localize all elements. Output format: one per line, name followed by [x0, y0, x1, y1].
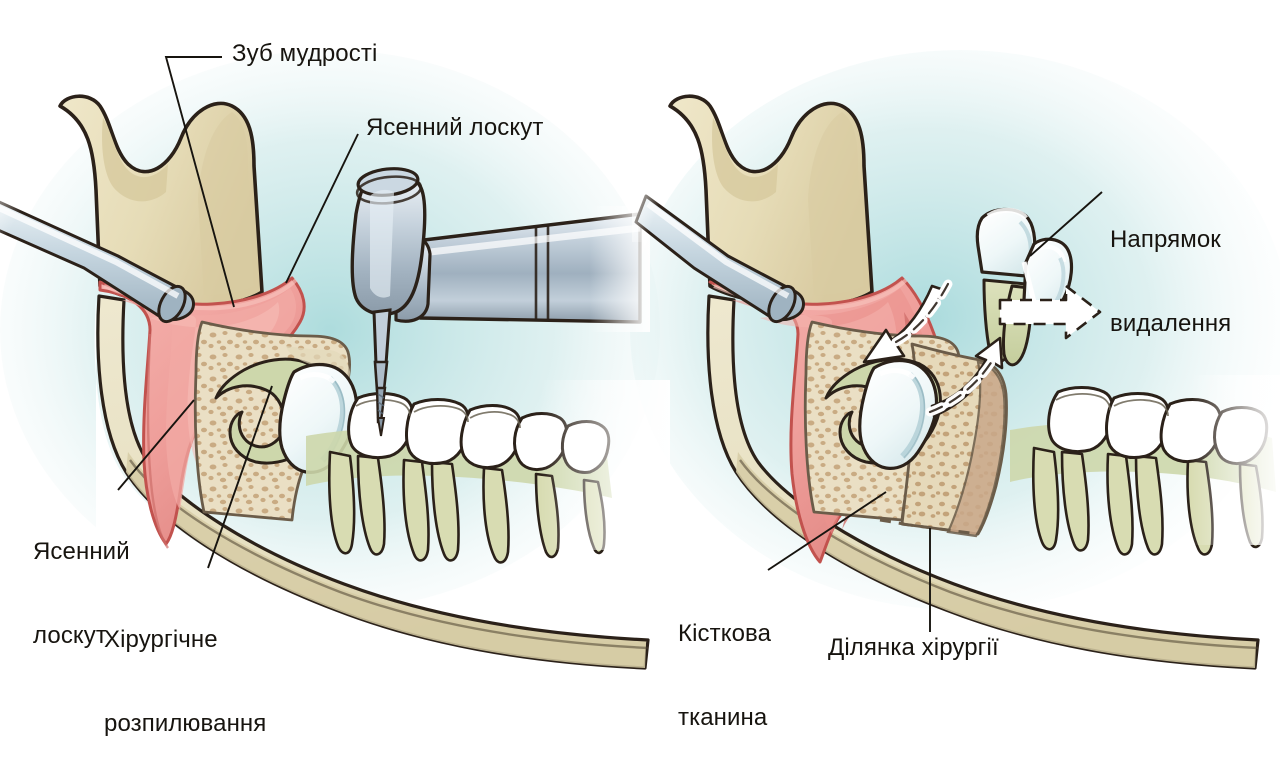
leader-wisdom-tooth: [164, 56, 235, 308]
impacted-wisdom-tooth-right: [858, 358, 939, 470]
suction-tube-right: [632, 186, 805, 324]
label-bone-tissue-line1: Кісткова: [678, 620, 772, 647]
illustration-canvas: Зуб мудрості Ясенний лоскут Ясенний лоск…: [0, 40, 1280, 737]
curved-arrow-up: [925, 336, 1004, 418]
suction-tube-left: [0, 182, 195, 324]
leader-surgical-cut: [207, 385, 273, 569]
label-gum-flap-left-line2: лоскут: [33, 622, 107, 649]
leader-gum-flap-left: [117, 399, 195, 491]
mandible-body-right: [706, 294, 1260, 670]
panel-left: [0, 56, 670, 698]
leader-bone-tissue: [767, 491, 887, 571]
label-removal-direction-line1: Напрямок: [1110, 226, 1221, 253]
curved-arrow-down: [862, 279, 953, 364]
label-surgery-area: Ділянка хірургії: [828, 634, 999, 661]
label-surgical-cut: Хірургічне розпилювання: [104, 570, 266, 766]
label-gum-flap-left-line1: Ясенний: [33, 538, 130, 565]
panel-right: [632, 94, 1280, 670]
leader-lines-right: [767, 191, 1103, 632]
label-gum-flap-left: Ясенний лоскут: [33, 482, 130, 678]
label-gum-flap-top: Ясенний лоскут: [366, 114, 544, 141]
label-bone-tissue-line2: тканина: [678, 704, 768, 731]
molar-row-right: [1010, 375, 1280, 556]
leader-gum-flap-top: [285, 133, 359, 284]
dental-drill-handpiece: [350, 167, 650, 437]
surgical-site-dashed-outline: [901, 522, 979, 536]
leader-removal-direction: [1029, 191, 1103, 257]
label-removal-direction: Напрямок видалення: [1110, 170, 1231, 366]
label-surgical-cut-line1: Хірургічне: [104, 626, 218, 653]
molar-row-left: [306, 380, 670, 564]
dental-illustration-svg: [0, 50, 1280, 698]
dashed-extraction-arrow: [998, 284, 1102, 340]
label-removal-direction-line2: видалення: [1110, 310, 1232, 337]
label-bone-tissue: Кісткова тканина: [678, 564, 771, 760]
label-wisdom-tooth: Зуб мудрості: [232, 40, 378, 67]
leader-lines-left: [117, 56, 359, 569]
label-surgical-cut-line2: розпилювання: [104, 710, 267, 737]
